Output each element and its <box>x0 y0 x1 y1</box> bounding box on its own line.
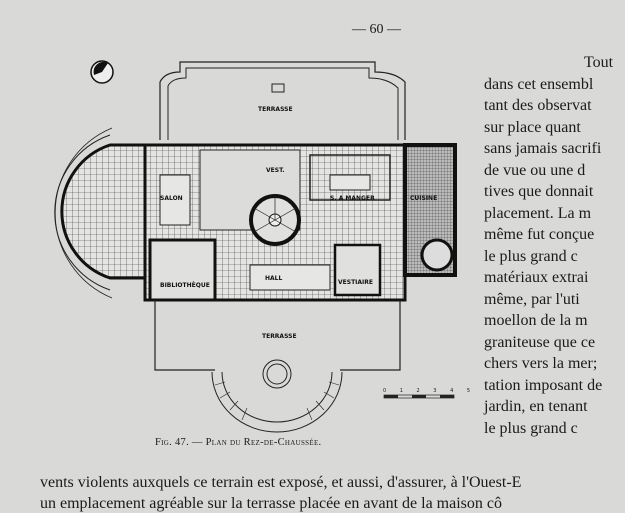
figure-caption: Fig. 47. — Plan du Rez-de-Chaussée. <box>155 437 322 448</box>
label-vestiaire: VESTIAIRE <box>338 279 373 286</box>
text-line: le plus grand c <box>484 247 578 265</box>
text-line: graniteuse que ce <box>484 333 596 351</box>
text-line: sans jamais sacrifi <box>484 140 602 157</box>
label-terrasse-bottom: TERRASSE <box>262 333 297 340</box>
text-line: dans cet ensembl <box>484 75 594 93</box>
scale-bar <box>383 394 455 399</box>
text-line: tation imposant de <box>484 376 603 394</box>
text-line: tant des observat <box>484 97 592 114</box>
text-line: même fut conçue <box>484 226 595 243</box>
text-line: Tout <box>584 54 614 71</box>
label-bibliotheque: BIBLIOTHÈQUE <box>160 281 210 289</box>
scale-label: 0 1 2 3 4 5 <box>383 388 477 394</box>
label-salon: SALON <box>160 195 183 202</box>
text-line: vents violents auxquels ce terrain est e… <box>40 474 522 491</box>
label-vestibule: VEST. <box>266 167 285 174</box>
text-line: moellon de la m <box>484 312 588 329</box>
page-number: — 60 — <box>352 22 401 37</box>
compass-icon <box>90 60 114 84</box>
label-cuisine: CUISINE <box>410 195 437 202</box>
text-line: même, par l'uti <box>484 290 580 308</box>
text-line: jardin, en tenant <box>484 398 588 415</box>
text-line: placement. La m <box>484 204 592 222</box>
label-salle-a-manger: S. A MANGER <box>330 195 375 202</box>
text-line: de vue ou une d <box>484 161 586 179</box>
text-line: un emplacement agréable sur la terrasse … <box>40 495 502 512</box>
label-hall: HALL <box>265 275 282 282</box>
text-line: chers vers la mer; <box>484 355 598 372</box>
label-terrasse-top: TERRASSE <box>258 106 293 113</box>
text-line: sur place quant <box>484 118 581 136</box>
right-text-column: Tout dans cet ensembl tant des observat … <box>484 52 620 439</box>
text-line: tives que donnait <box>484 183 594 200</box>
text-line: matériaux extrai <box>484 269 589 286</box>
text-line: le plus grand c <box>484 419 578 437</box>
